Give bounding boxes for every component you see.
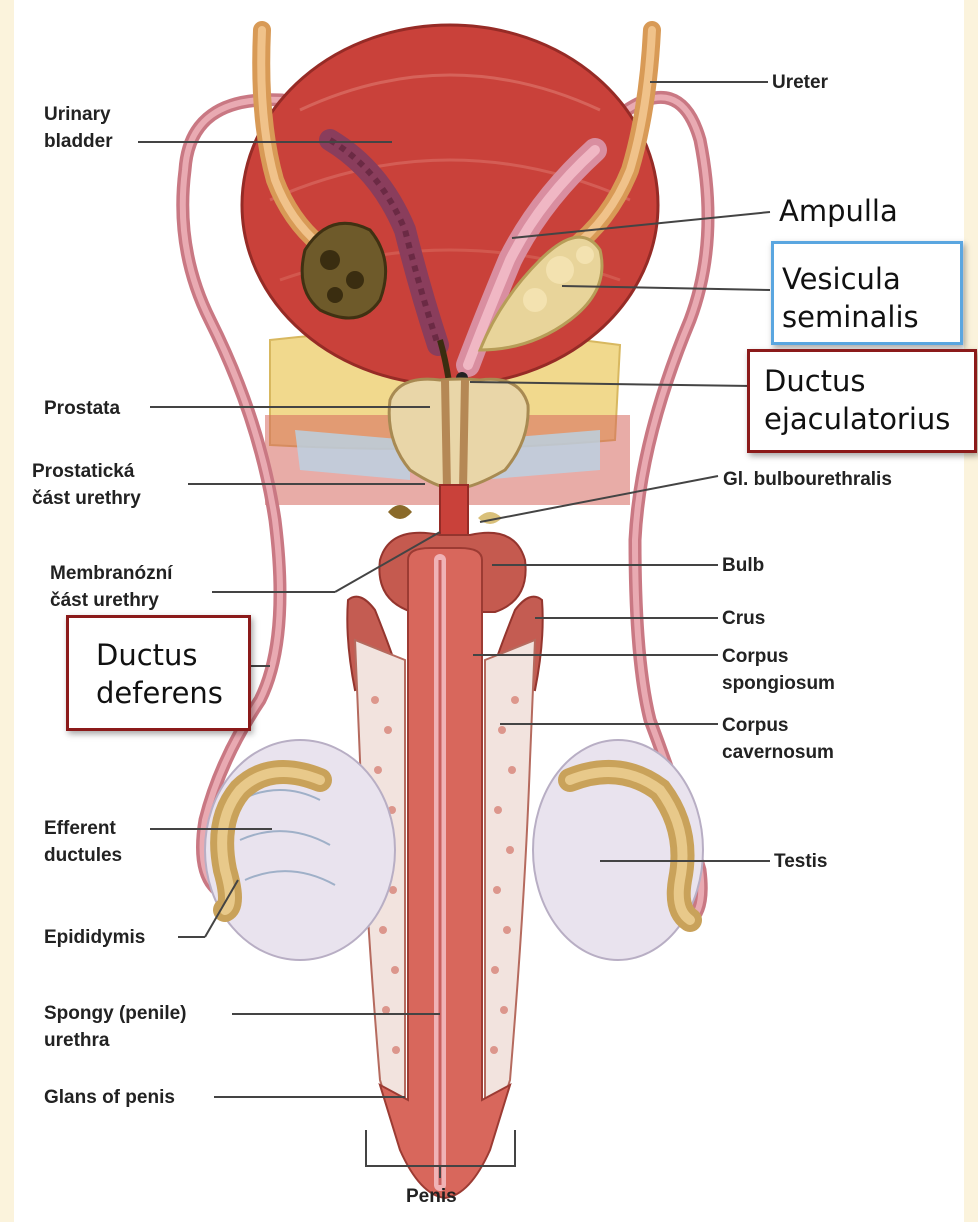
label-urinary-bladder: Urinary bladder [44,101,113,155]
label-ductus-deferens: Ductus deferens [96,636,223,712]
label-crus: Crus [722,605,765,632]
label-epididymis: Epididymis [44,924,145,951]
label-spongy-penile-urethra: Spongy (penile) urethra [44,1000,187,1054]
label-glans-of-penis: Glans of penis [44,1084,175,1111]
label-testis: Testis [774,848,828,875]
label-gl-bulbourethralis: Gl. bulbourethralis [723,466,892,493]
label-prostaticka-cast-urethry: Prostatická část urethry [32,458,141,512]
bulbourethral-gland-left [388,505,412,519]
urinary-bladder [242,25,658,385]
label-efferent-ductules: Efferent ductules [44,815,122,869]
label-ureter: Ureter [772,69,828,96]
label-ampulla: Ampulla [779,192,898,230]
label-vesicula-seminalis: Vesicula seminalis [782,260,919,336]
label-penis: Penis [406,1183,457,1210]
label-bulb: Bulb [722,552,764,579]
label-prostata: Prostata [44,395,120,422]
label-membranozni-cast-urethry: Membranózní část urethry [50,560,172,614]
label-corpus-spongiosum: Corpus spongiosum [722,643,835,697]
label-corpus-cavernosum: Corpus cavernosum [722,712,834,766]
seminal-vesicle-left [302,223,385,318]
label-ductus-ejaculatorius: Ductus ejaculatorius [764,362,950,438]
